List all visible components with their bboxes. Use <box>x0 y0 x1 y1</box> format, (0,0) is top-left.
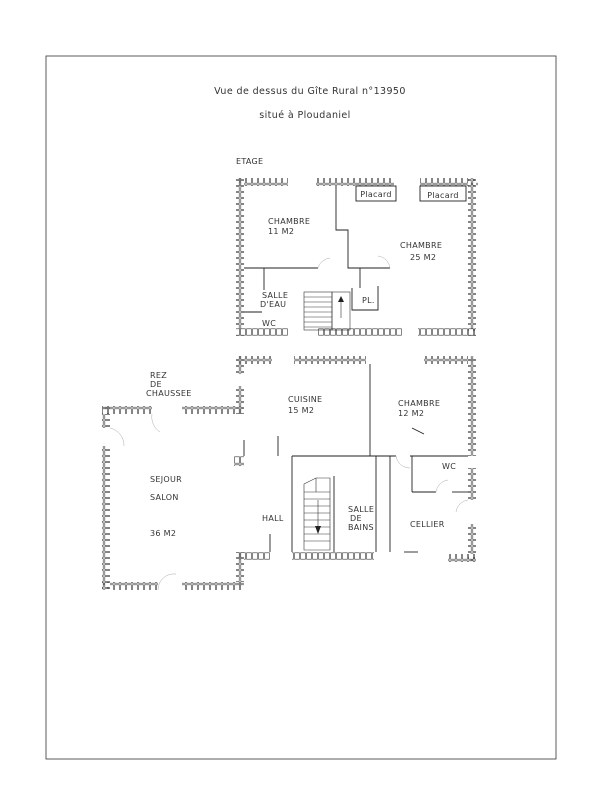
ground-floor-heading-3: CHAUSSEE <box>146 389 192 398</box>
ground-floor-heading-2: DE <box>150 380 162 389</box>
wall-ground-bottom-mid <box>292 552 374 560</box>
wall-ground-living-top-left <box>102 406 152 414</box>
storage-label: CELLIER <box>410 520 445 529</box>
partition-bedroom-stub <box>411 427 425 435</box>
ground-floor-heading-1: REZ <box>150 371 167 380</box>
ground-floor: REZ DE CHAUSSEE CUISINE 15 M2 CHAMBRE 12… <box>102 356 476 591</box>
wall-upper-top-mid <box>316 178 394 186</box>
living-room-label-2: SALON <box>150 493 179 502</box>
wall-upper-bottom-left <box>236 328 288 336</box>
ground-bedroom-name: CHAMBRE <box>398 399 440 408</box>
wall-ground-kitchen-left-drop <box>236 356 244 374</box>
partition-landing <box>351 286 379 311</box>
wall-ground-top-kitchen-left <box>236 356 272 364</box>
bathroom-label-1: SALLE <box>348 505 374 514</box>
bedroom-large-area: 25 M2 <box>410 253 436 262</box>
plan-title: Vue de dessus du Gîte Rural n°13950 <box>214 86 406 97</box>
plan-subtitle: situé à Ploudaniel <box>259 110 350 121</box>
wall-upper-left <box>236 178 244 336</box>
hall-label: HALL <box>262 514 284 523</box>
wall-ground-right-upper <box>468 356 476 456</box>
landing-label: PL. <box>362 296 375 305</box>
upper-wc-label: WC <box>262 319 276 328</box>
closet-left-label: Placard <box>360 190 392 199</box>
shower-room-label-1: SALLE <box>262 291 288 300</box>
closet-right-box <box>419 185 467 202</box>
ground-wc-label: WC <box>442 462 456 471</box>
wall-ground-living-bottom <box>182 582 244 590</box>
upper-floor: Placard Placard ETAGE CHAMBRE <box>236 157 478 336</box>
wall-ground-living-top-right <box>182 406 244 414</box>
staircase-ground <box>303 477 331 551</box>
partition-upper-center <box>335 186 390 269</box>
kitchen-area: 15 M2 <box>288 406 314 415</box>
closet-left-box <box>355 185 397 202</box>
wall-ground-bottom-hall <box>236 552 270 560</box>
bathroom-label-3: BAINS <box>348 523 374 532</box>
living-room-label-1: SEJOUR <box>150 475 182 484</box>
wall-upper-bottom-mid <box>318 328 402 336</box>
wall-ground-hall-step <box>236 552 244 588</box>
upper-floor-heading: ETAGE <box>236 157 263 166</box>
wall-upper-bottom-right <box>418 328 476 336</box>
wall-ground-living-bottom-left <box>102 582 158 590</box>
kitchen-name: CUISINE <box>288 395 322 404</box>
bathroom-label-2: DE <box>350 514 362 523</box>
wall-upper-top-left <box>236 178 288 186</box>
wall-ground-living-left <box>102 446 110 590</box>
wall-ground-small-block <box>234 456 244 466</box>
ground-bedroom-area: 12 M2 <box>398 409 424 418</box>
wall-ground-kitchen-left <box>236 386 244 414</box>
wall-ground-top-right <box>424 356 476 364</box>
wall-upper-top-right <box>420 178 478 186</box>
staircase-upper <box>303 291 351 331</box>
wall-ground-right-bottom <box>468 524 476 562</box>
living-room-area: 36 M2 <box>150 529 176 538</box>
bedroom-large-name: CHAMBRE <box>400 241 442 250</box>
bedroom-small-name: CHAMBRE <box>268 217 310 226</box>
wall-ground-living-left-top <box>102 406 110 428</box>
wall-upper-right <box>468 178 476 336</box>
wall-ground-storage-bottom <box>448 554 476 562</box>
closet-right-label: Placard <box>427 191 459 200</box>
wall-ground-right-lower <box>468 468 476 500</box>
sheet-border <box>45 55 557 760</box>
bedroom-small-area: 11 M2 <box>268 227 294 236</box>
wall-ground-top-kitchen-right <box>294 356 366 364</box>
shower-room-label-2: D'EAU <box>260 300 286 309</box>
